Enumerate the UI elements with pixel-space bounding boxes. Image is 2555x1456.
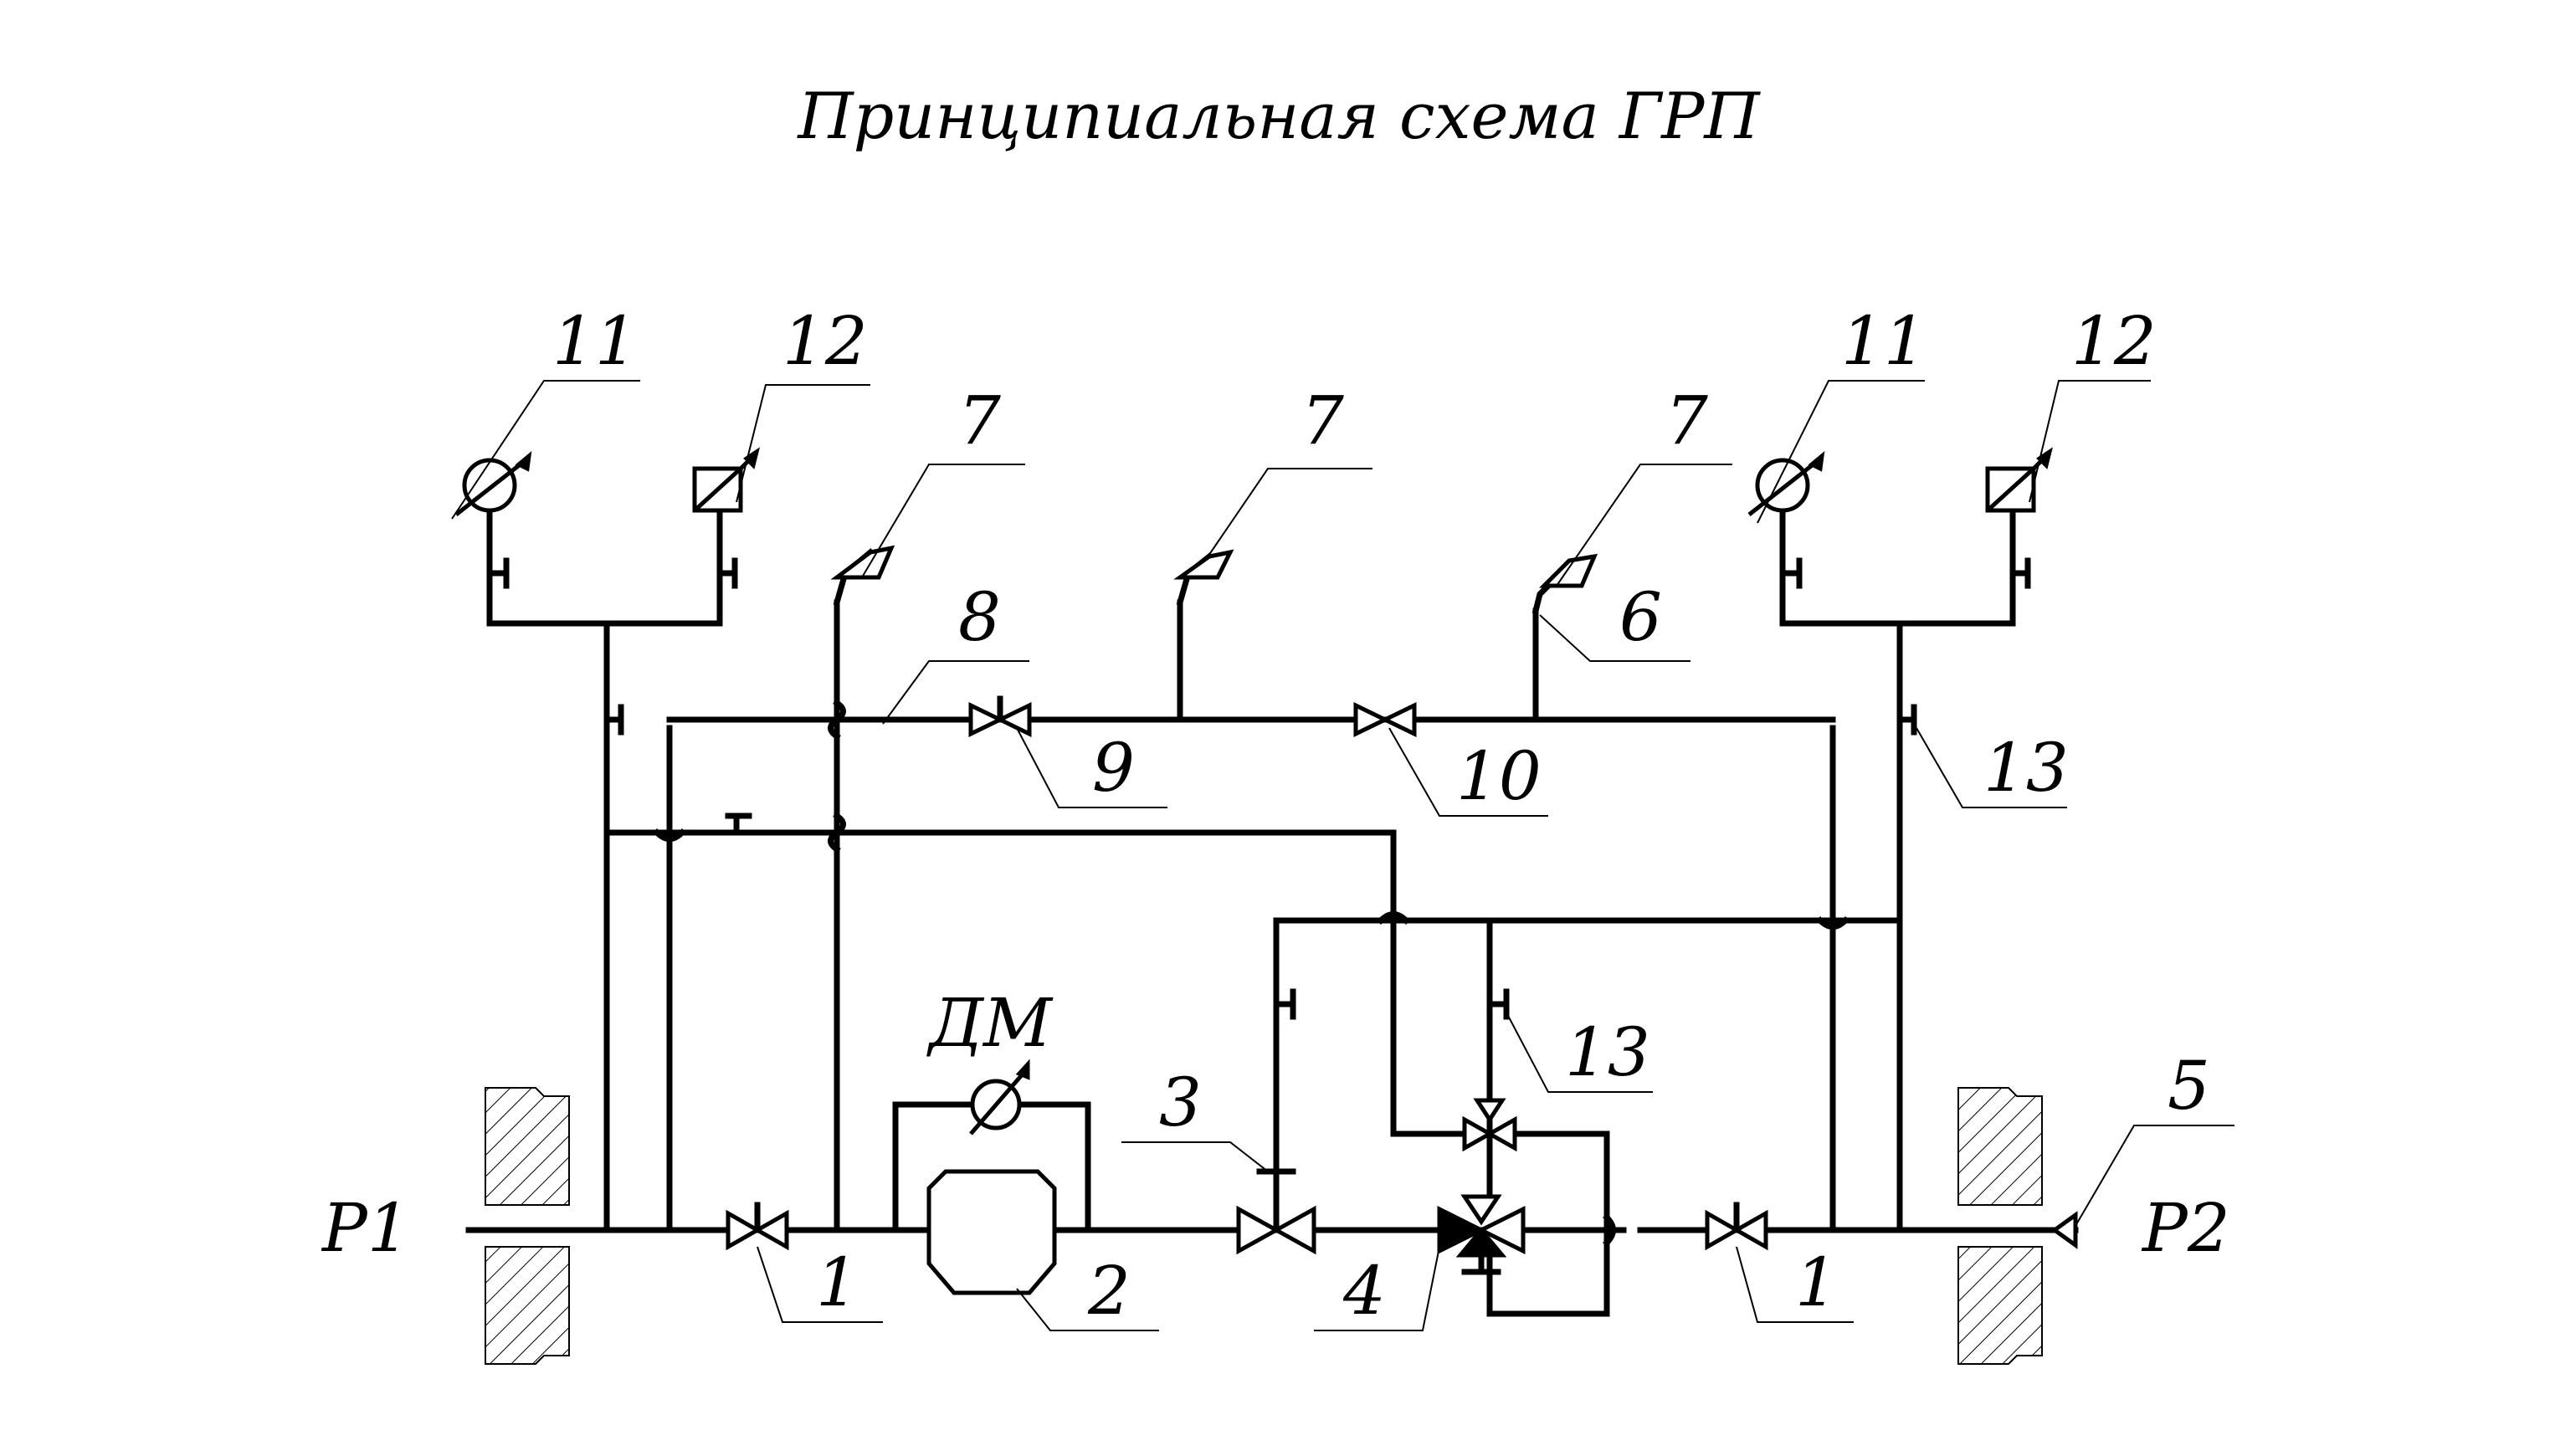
wall-left xyxy=(485,1087,570,1365)
tap-stubs xyxy=(486,557,2031,1020)
callout-3: 3 xyxy=(1159,1064,1202,1141)
valve-9-icon xyxy=(968,695,1032,737)
inlet-label: Р1 xyxy=(321,1189,410,1267)
regulator-bypass xyxy=(1486,1130,1610,1317)
callout-10: 10 xyxy=(1456,737,1542,815)
pressure-regulator-icon xyxy=(1437,1194,1526,1275)
safety-shutoff-valve-icon xyxy=(1236,1168,1316,1255)
dm-label: ДМ xyxy=(926,984,1054,1062)
purge-line xyxy=(666,599,1836,723)
recording-gauge-right-icon xyxy=(1985,447,2053,513)
outlet-label: Р2 xyxy=(2141,1189,2230,1267)
callout-7-b: 7 xyxy=(1301,382,1344,459)
callout-12-right: 12 xyxy=(2071,302,2157,380)
purge-candle-3-icon xyxy=(1531,553,1598,615)
gauge-header-left xyxy=(486,499,723,639)
callout-9: 9 xyxy=(1092,729,1135,807)
pipe-crossings xyxy=(653,699,1850,1247)
callout-7-a: 7 xyxy=(958,382,1001,459)
dm-gauge-icon xyxy=(969,1059,1030,1136)
callout-8: 8 xyxy=(958,578,1001,656)
purge-candle-1-icon xyxy=(830,545,895,607)
callout-11-right: 11 xyxy=(1841,302,1927,380)
callout-5: 5 xyxy=(2168,1047,2210,1125)
callout-1-right: 1 xyxy=(1795,1243,1838,1321)
callout-2: 2 xyxy=(1087,1252,1131,1330)
filter-symbol xyxy=(926,1169,1057,1295)
filter-dm-loop xyxy=(892,1101,1091,1233)
risers xyxy=(603,599,1903,1233)
check-valve-icon xyxy=(2050,1211,2078,1249)
callout-7-c: 7 xyxy=(1665,382,1708,459)
purge-candle-2-icon xyxy=(1173,549,1234,607)
callout-12-left: 12 xyxy=(782,302,868,380)
wall-right xyxy=(1957,1087,2043,1365)
callout-1-left: 1 xyxy=(816,1243,859,1321)
pressure-gauge-left-icon xyxy=(454,450,532,516)
diagram-title: Принципиальная схема ГРП xyxy=(796,79,1761,153)
callout-4: 4 xyxy=(1342,1252,1386,1330)
callout-leaders xyxy=(451,380,2234,1331)
shutoff-valve-right-icon xyxy=(1705,1202,1768,1251)
valve-10-icon xyxy=(1353,702,1417,737)
shutoff-valve-left-icon xyxy=(726,1202,789,1251)
callout-11-left: 11 xyxy=(552,302,638,380)
recording-gauge-left-icon xyxy=(692,447,760,513)
gauge-header-right xyxy=(1779,499,2016,639)
callout-13-top: 13 xyxy=(1983,729,2069,807)
pressure-gauge-right-icon xyxy=(1747,450,1825,516)
relief-valve-icon xyxy=(1462,1098,1517,1152)
callout-13-mid: 13 xyxy=(1565,1013,1650,1091)
impulse-line-upper xyxy=(603,813,1476,1137)
callout-6: 6 xyxy=(1619,578,1662,656)
